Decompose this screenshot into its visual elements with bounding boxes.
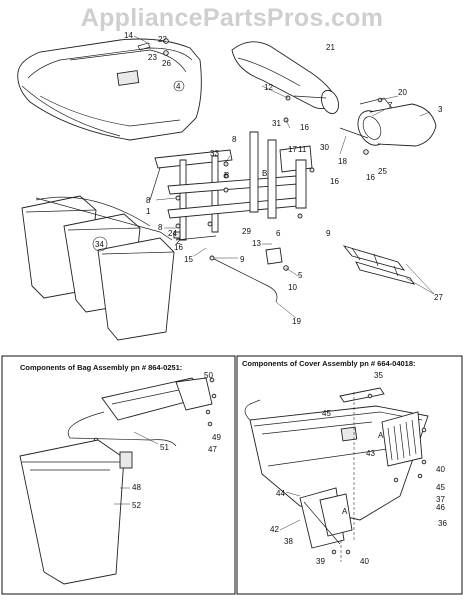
- callout-1: 1: [146, 207, 151, 216]
- callout-40-b: 40: [360, 557, 369, 566]
- callout-31: 31: [272, 119, 281, 128]
- callout-45-a: 45: [322, 409, 331, 418]
- callout-3: 3: [438, 105, 443, 114]
- callout-12: 12: [264, 83, 273, 92]
- callout-15: 15: [184, 255, 193, 264]
- bags-part: [21, 195, 175, 341]
- callout-42: 42: [270, 525, 279, 534]
- callout-2: 2: [176, 237, 181, 246]
- callout-39: 39: [316, 557, 325, 566]
- callout-24: 24: [168, 229, 177, 238]
- bag-assembly-inset: [1, 355, 236, 595]
- callout-16-b: 16: [366, 173, 375, 182]
- callout-23: 23: [148, 53, 157, 62]
- callout-33: 33: [210, 149, 219, 158]
- cover-hardware: [137, 38, 169, 56]
- callout-38: 38: [284, 537, 293, 546]
- callout-29: 29: [242, 227, 251, 236]
- callout-34: 34: [95, 240, 104, 249]
- callout-14: 14: [124, 31, 133, 40]
- callout-17: 17: [288, 145, 297, 154]
- callout-30: 30: [320, 143, 329, 152]
- callout-37: 37: [436, 495, 445, 504]
- callout-43: 43: [366, 449, 375, 458]
- callout-A-2: A: [342, 507, 348, 516]
- callout-4: 4: [176, 82, 181, 91]
- callout-10: 10: [288, 283, 297, 292]
- callout-49: 49: [212, 433, 221, 442]
- callout-16-a: 16: [300, 123, 309, 132]
- callout-16-d: 16: [174, 243, 183, 252]
- brackets-part: [342, 245, 416, 285]
- callout-20: 20: [398, 88, 407, 97]
- bag-assembly-title: Components of Bag Assembly pn # 864-0251…: [20, 363, 182, 372]
- callout-25: 25: [378, 167, 387, 176]
- callout-45-b: 45: [436, 483, 445, 492]
- callout-26: 26: [162, 59, 171, 68]
- cover-assembly-title: Components of Cover Assembly pn # 664-04…: [242, 359, 416, 368]
- watermark: AppliancePartsPros.com: [80, 4, 384, 32]
- callout-labels: 14 22 23 26 4 21 12 20 7 3 31 16 8 33 B …: [92, 31, 447, 566]
- callout-47: 47: [208, 445, 217, 454]
- callout-46: 46: [436, 503, 445, 512]
- cover-inset: [244, 387, 429, 562]
- chute-part: [231, 41, 340, 115]
- callout-B-2: B: [262, 169, 267, 178]
- bag-frame-inset: [67, 377, 217, 457]
- callout-44: 44: [276, 489, 285, 498]
- callout-27: 27: [434, 293, 443, 302]
- callout-B-1: B: [224, 171, 229, 180]
- callout-35: 35: [374, 371, 383, 380]
- cover-part: [17, 38, 202, 141]
- callout-7: 7: [388, 101, 393, 110]
- bag-inset: [19, 431, 159, 585]
- callout-16-c: 16: [330, 177, 339, 186]
- callout-13: 13: [252, 239, 261, 248]
- bag-frame: [149, 117, 315, 241]
- callout-21: 21: [326, 43, 335, 52]
- leader-lines: [133, 35, 435, 319]
- callout-9-a: 9: [326, 229, 331, 238]
- callout-48: 48: [132, 483, 141, 492]
- callout-36: 36: [438, 519, 447, 528]
- callout-8-b: 8: [146, 196, 151, 205]
- callout-4-circle: [173, 80, 185, 92]
- callout-19: 19: [292, 317, 301, 326]
- callout-9-b: 9: [240, 255, 245, 264]
- callout-22: 22: [158, 35, 167, 44]
- callout-52: 52: [132, 501, 141, 510]
- callout-11: 11: [298, 145, 307, 154]
- callout-51: 51: [160, 443, 169, 452]
- callout-40-a: 40: [436, 465, 445, 474]
- callout-8-a: 8: [232, 135, 237, 144]
- latch-parts: [262, 243, 289, 271]
- callout-18: 18: [338, 157, 347, 166]
- callout-A-1: A: [378, 431, 384, 440]
- callout-8-c: 8: [158, 223, 163, 232]
- adapter-part: [339, 97, 437, 155]
- callout-34-circle: [92, 236, 108, 252]
- callout-5: 5: [298, 271, 303, 280]
- callout-6: 6: [276, 229, 281, 238]
- callout-50: 50: [204, 371, 213, 380]
- cover-assembly-inset: [236, 355, 463, 595]
